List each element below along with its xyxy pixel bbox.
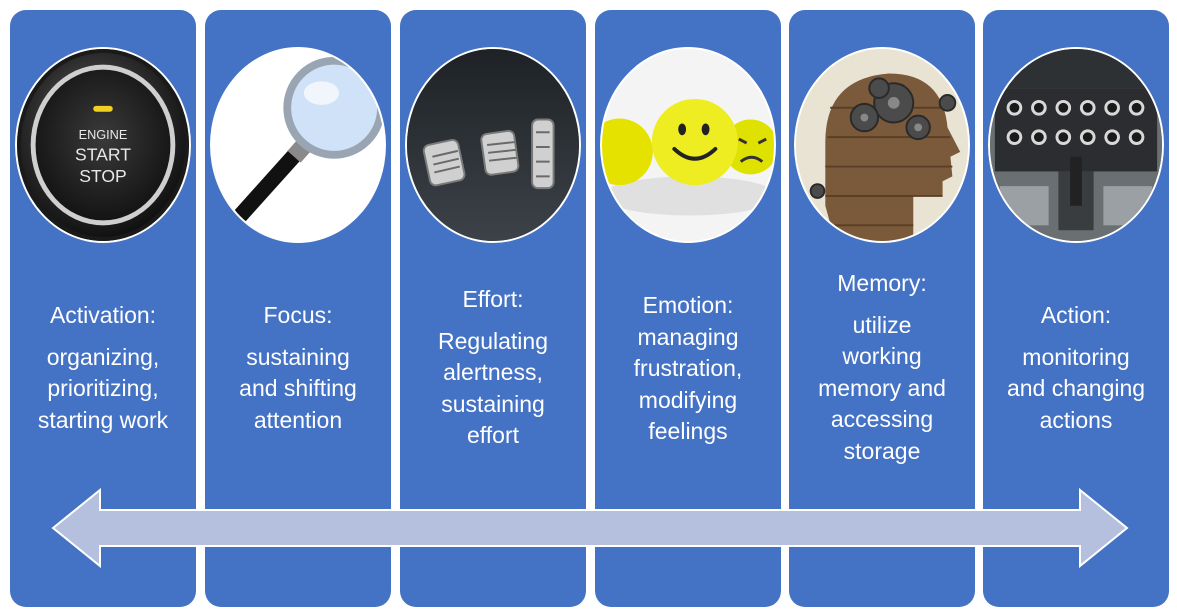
focus-desc-2: and shifting — [239, 375, 357, 401]
panel-effort: Effort: Regulating alertness, sustaining… — [400, 10, 586, 607]
emotion-title: Emotion: — [642, 292, 734, 318]
panel-activation: ENGINE START STOP Activation: organizing… — [10, 10, 196, 607]
panel-focus: Focus: sustaining and shifting attention — [205, 10, 391, 607]
effort-title: Effort: — [462, 286, 524, 312]
activation-desc-3: starting work — [37, 406, 169, 433]
effort-desc-3: sustaining — [441, 390, 545, 417]
memory-desc-5: storage — [843, 437, 921, 464]
start-label: START — [75, 145, 131, 165]
cockpit-controls-image — [988, 47, 1164, 243]
activation-desc-2: prioritizing, — [47, 375, 159, 401]
effort-desc-2: alertness, — [443, 359, 543, 385]
focus-text: Focus: sustaining and shifting attention — [205, 300, 391, 436]
panel-emotion: Emotion: managing frustration, modifying… — [595, 10, 781, 607]
effort-desc-4: effort — [467, 422, 519, 448]
action-text: Action: monitoring and changing actions — [983, 300, 1169, 436]
activation-title: Activation: — [49, 302, 157, 328]
engine-start-button-image: ENGINE START STOP — [15, 47, 191, 243]
emotion-desc-4: feelings — [648, 418, 728, 444]
emotion-text: Emotion: managing frustration, modifying… — [595, 290, 781, 448]
engine-label: ENGINE — [79, 127, 128, 142]
memory-desc-2: working — [842, 343, 922, 369]
emotion-desc-1: managing — [637, 323, 739, 350]
effort-desc-1: Regulating — [438, 327, 548, 354]
focus-desc-3: attention — [253, 406, 343, 433]
action-title: Action: — [1040, 302, 1112, 328]
memory-title: Memory: — [837, 270, 927, 296]
panel-action: Action: monitoring and changing actions — [983, 10, 1169, 607]
effort-text: Effort: Regulating alertness, sustaining… — [400, 284, 586, 452]
memory-desc-4: accessing — [830, 406, 934, 432]
memory-desc-1: utilize — [852, 311, 912, 338]
memory-text: Memory: utilize working memory and acces… — [789, 268, 975, 467]
smiley-faces-image — [600, 47, 776, 243]
action-desc-1: monitoring — [1022, 343, 1130, 370]
magnifying-glass-image — [210, 47, 386, 243]
focus-desc-1: sustaining — [246, 343, 350, 370]
panel-memory: Memory: utilize working memory and acces… — [789, 10, 975, 607]
focus-title: Focus: — [263, 302, 333, 328]
activation-text: Activation: organizing, prioritizing, st… — [10, 300, 196, 436]
action-desc-2: and changing — [1006, 375, 1146, 401]
emotion-desc-3: modifying — [638, 386, 738, 413]
activation-desc-1: organizing, — [46, 343, 160, 370]
memory-desc-3: memory and — [818, 374, 946, 401]
stop-label: STOP — [79, 166, 127, 186]
emotion-desc-2: frustration, — [633, 355, 743, 381]
action-desc-3: actions — [1039, 406, 1113, 433]
car-pedals-image — [405, 47, 581, 243]
gears-head-image — [794, 47, 970, 243]
